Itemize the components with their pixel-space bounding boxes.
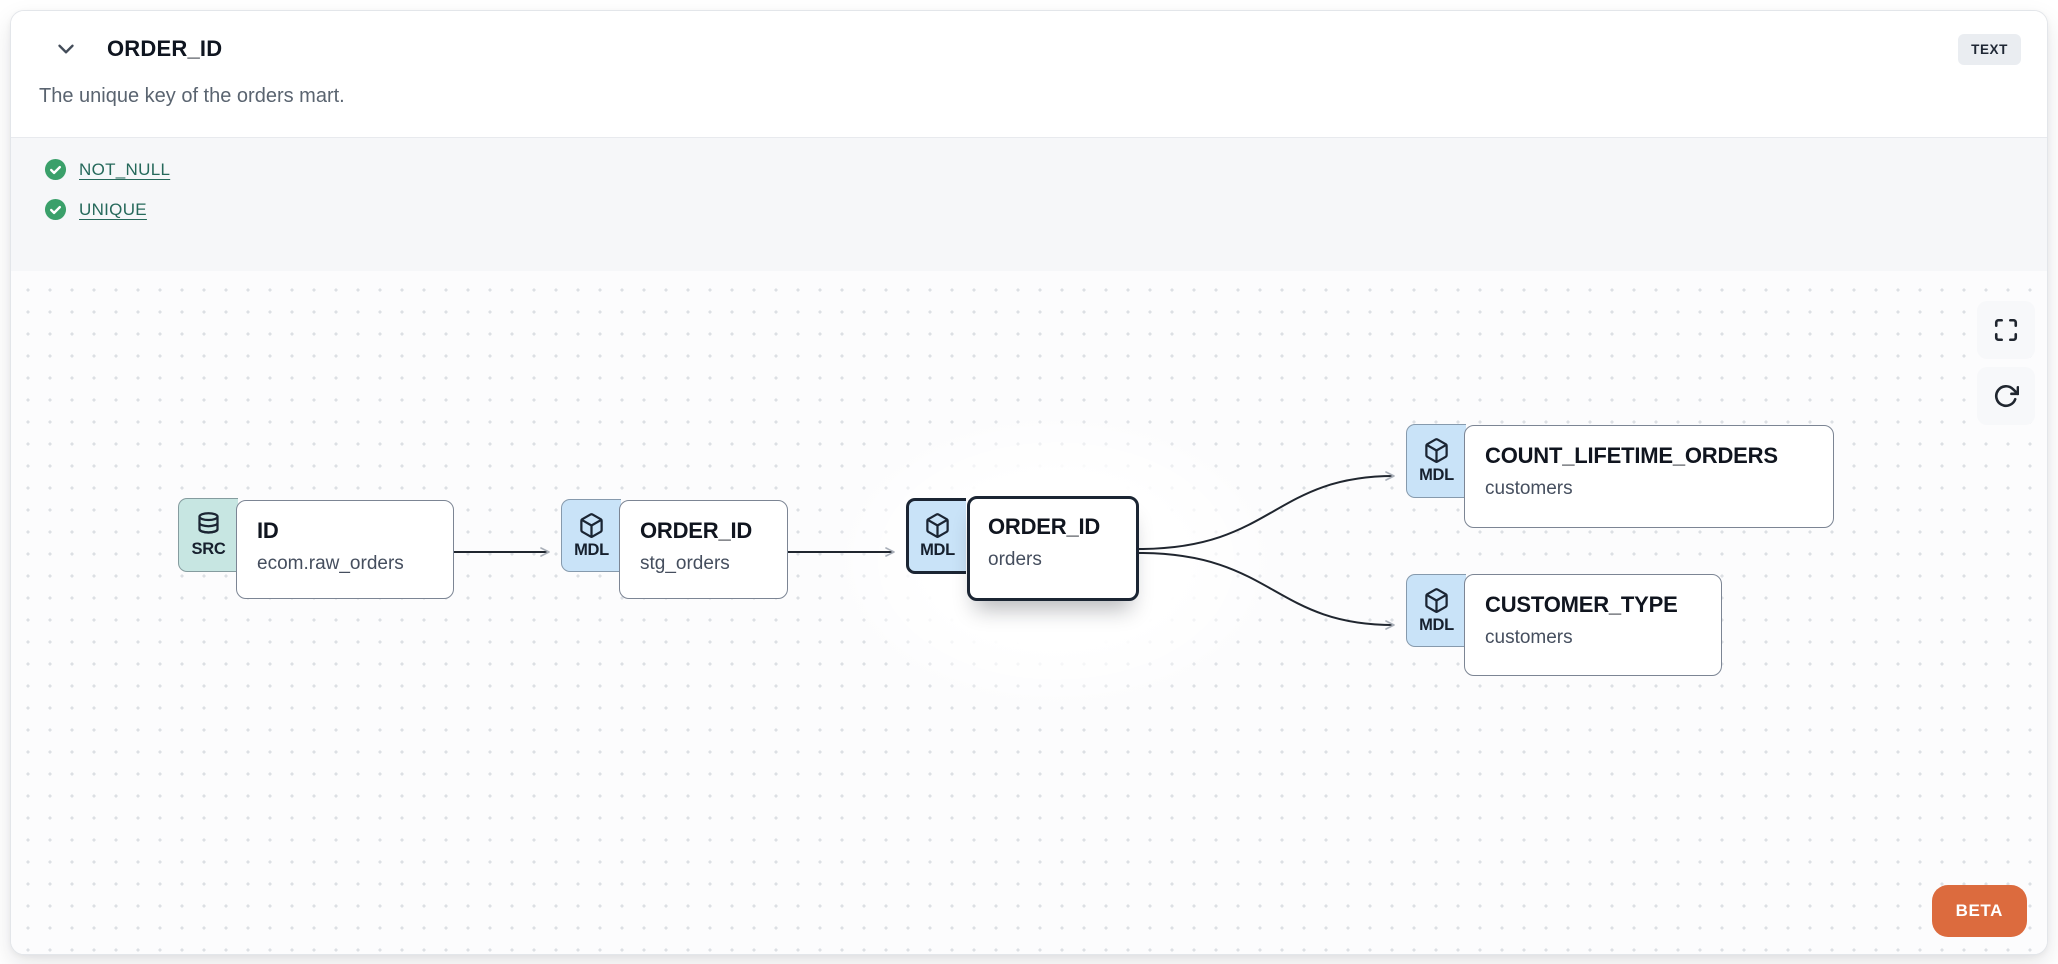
lineage-node-customer-type[interactable]: CUSTOMER_TYPE customers <box>1464 574 1722 676</box>
test-link-unique[interactable]: UNIQUE <box>79 199 147 219</box>
check-circle-icon <box>44 198 67 221</box>
check-circle-icon <box>44 158 67 181</box>
database-icon <box>198 512 219 534</box>
node-subtitle: orders <box>988 549 1042 570</box>
tests-section: NOT_NULL UNIQUE <box>11 137 2047 271</box>
node-badge-mdl: MDL <box>561 499 621 572</box>
header: ORDER_ID TEXT The unique key of the orde… <box>11 11 2047 137</box>
node-subtitle: customers <box>1485 627 1573 648</box>
node-badge-mdl: MDL <box>1406 424 1466 498</box>
refresh-icon <box>1994 384 2019 408</box>
column-description: The unique key of the orders mart. <box>39 85 345 107</box>
fullscreen-icon <box>1994 318 2018 342</box>
beta-badge: BETA <box>1931 885 2027 937</box>
node-kind-label: MDL <box>574 540 609 559</box>
lineage-canvas[interactable]: SRC ID ecom.raw_orders MDL ORDER_ID stg_… <box>11 271 2047 954</box>
lineage-edges <box>454 471 1395 630</box>
lineage-node-orders-selected[interactable]: ORDER_ID orders <box>967 496 1139 601</box>
chevron-down-icon <box>58 44 74 54</box>
model-cube-icon <box>580 512 603 538</box>
node-title: ORDER_ID <box>640 518 753 543</box>
node-kind-label: SRC <box>191 540 226 558</box>
edge-mart-to-ct <box>1138 552 1395 630</box>
test-row-unique: UNIQUE <box>44 198 2047 221</box>
model-cube-icon <box>1425 587 1448 613</box>
node-title: COUNT_LIFETIME_ORDERS <box>1485 443 1778 468</box>
node-subtitle: ecom.raw_orders <box>257 553 404 574</box>
node-badge-mdl: MDL <box>1406 574 1466 647</box>
node-title: ID <box>257 518 279 543</box>
column-type-badge: TEXT <box>1958 33 2021 65</box>
column-name-title: ORDER_ID <box>107 36 223 61</box>
lineage-node-stg-orders[interactable]: ORDER_ID stg_orders <box>619 500 788 599</box>
model-cube-icon <box>1425 438 1448 463</box>
model-cube-icon <box>926 513 949 538</box>
lineage-node-count-lifetime-orders[interactable]: COUNT_LIFETIME_ORDERS customers <box>1464 425 1834 528</box>
column-details-panel: ORDER_ID TEXT The unique key of the orde… <box>10 10 2048 955</box>
edge-mart-to-clo <box>1138 471 1395 550</box>
node-kind-label: MDL <box>920 541 955 559</box>
collapse-button[interactable] <box>51 34 81 64</box>
node-title: CUSTOMER_TYPE <box>1485 592 1678 617</box>
node-kind-label: MDL <box>1419 466 1454 484</box>
node-subtitle: stg_orders <box>640 553 730 574</box>
node-subtitle: customers <box>1485 478 1573 499</box>
lineage-node-raw-orders[interactable]: ID ecom.raw_orders <box>236 500 454 599</box>
refresh-button[interactable] <box>1977 367 2035 425</box>
node-badge-mdl-selected: MDL <box>906 498 966 574</box>
node-kind-label: MDL <box>1419 615 1454 634</box>
node-title: ORDER_ID <box>988 514 1101 539</box>
fullscreen-button[interactable] <box>1977 301 2035 359</box>
test-link-not-null[interactable]: NOT_NULL <box>79 159 171 179</box>
test-row-not-null: NOT_NULL <box>44 158 2047 181</box>
node-badge-src: SRC <box>178 498 238 572</box>
